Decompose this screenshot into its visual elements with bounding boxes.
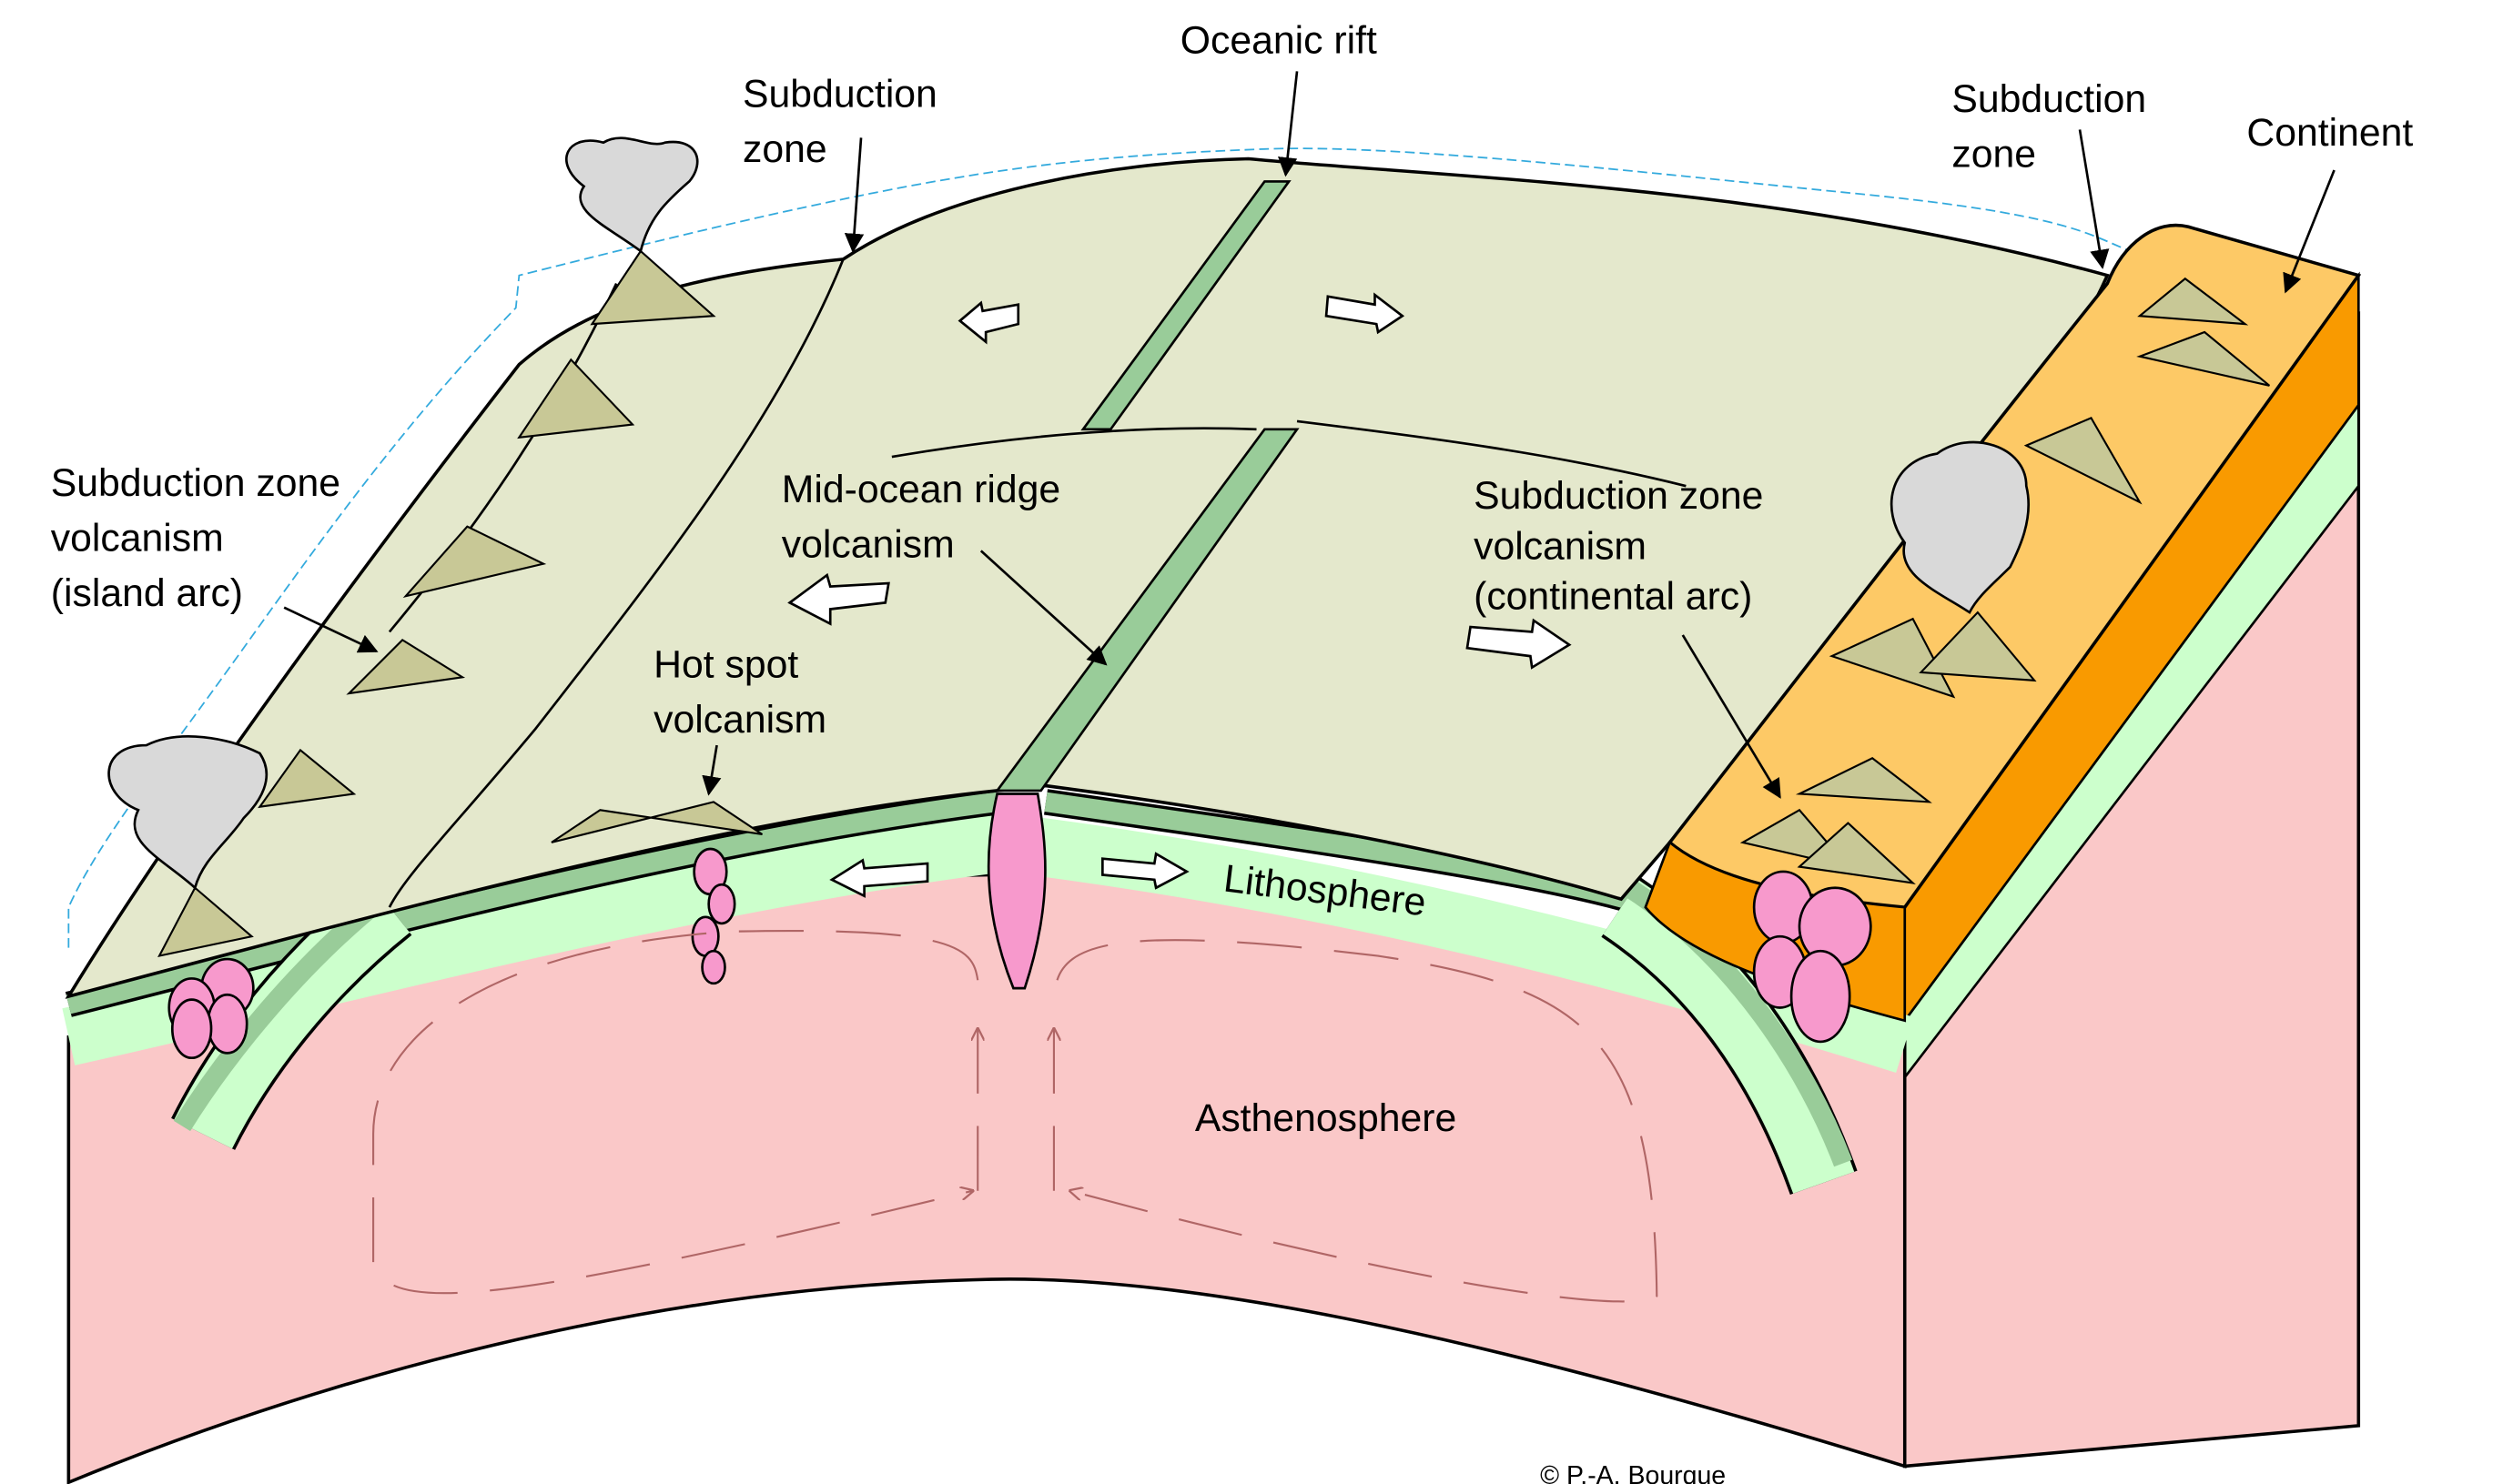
arrow-right-icon <box>1324 292 1405 335</box>
label-pointers <box>283 71 2336 799</box>
smoke-cloud-icon <box>565 136 699 254</box>
label-hot-spot-1: Hot spot <box>654 642 798 686</box>
volcano-icon <box>2137 277 2249 326</box>
label-mid-ocean-ridge-1: Mid-ocean ridge <box>782 468 1060 511</box>
volcano-icon <box>258 748 357 809</box>
volcanoes <box>157 249 2271 958</box>
arrow-left-icon <box>787 572 890 626</box>
ridge-magma <box>987 792 1047 990</box>
label-island-arc-2: volcanism <box>51 516 224 560</box>
volcano-icon <box>2023 417 2143 505</box>
volcano-icon <box>1795 757 1932 803</box>
label-subduction-zone-right-1: Subduction <box>1951 77 2146 121</box>
oceanic-rift <box>994 180 1300 792</box>
label-hot-spot-2: volcanism <box>654 698 826 742</box>
copyright-text: © P.-A. Bourque <box>1540 1461 1726 1484</box>
label-island-arc-1: Subduction zone <box>51 461 340 505</box>
volcano-icon <box>157 886 254 958</box>
label-continental-arc-3: (continental arc) <box>1474 574 1752 618</box>
smoke-cloud-icon <box>107 735 269 891</box>
volcano-icon <box>402 525 547 599</box>
label-continental-arc-1: Subduction zone <box>1474 474 1763 518</box>
label-continent: Continent <box>2246 111 2413 155</box>
label-oceanic-rift: Oceanic rift <box>1181 19 1377 63</box>
magma-bodies <box>167 792 1872 1060</box>
volcano-icon <box>346 638 466 695</box>
volcano-icon <box>590 249 716 326</box>
volcano-icon <box>517 358 635 439</box>
smoke-cloud-icon <box>1890 440 2031 614</box>
volcano-icon <box>2136 330 2271 387</box>
volcano-icon <box>1829 617 1956 699</box>
arrow-right-icon <box>1465 618 1572 670</box>
labels: Oceanic rift Subduction zone Subduction … <box>51 19 2414 1484</box>
volcano-icon <box>551 801 764 843</box>
sea-surface-line <box>67 147 2156 948</box>
arrow-right-icon <box>1101 852 1190 890</box>
label-subduction-zone-left-1: Subduction <box>743 73 937 116</box>
label-mid-ocean-ridge-2: volcanism <box>782 523 955 567</box>
label-subduction-zone-right-2: zone <box>1951 132 2036 176</box>
arrow-left-icon <box>958 300 1020 345</box>
label-island-arc-3: (island arc) <box>51 571 243 615</box>
volcano-icon <box>1919 611 2037 682</box>
smoke-clouds <box>107 136 2031 891</box>
label-asthenosphere: Asthenosphere <box>1195 1096 1456 1140</box>
convection-arrows <box>372 930 1658 1303</box>
label-subduction-zone-left-2: zone <box>743 127 827 171</box>
block-right-face <box>1902 271 2361 1469</box>
volcano-icon <box>1797 822 1916 884</box>
label-continental-arc-2: volcanism <box>1474 524 1647 568</box>
plate-motion-arrows <box>787 292 1572 898</box>
arrow-left-icon <box>829 858 929 898</box>
